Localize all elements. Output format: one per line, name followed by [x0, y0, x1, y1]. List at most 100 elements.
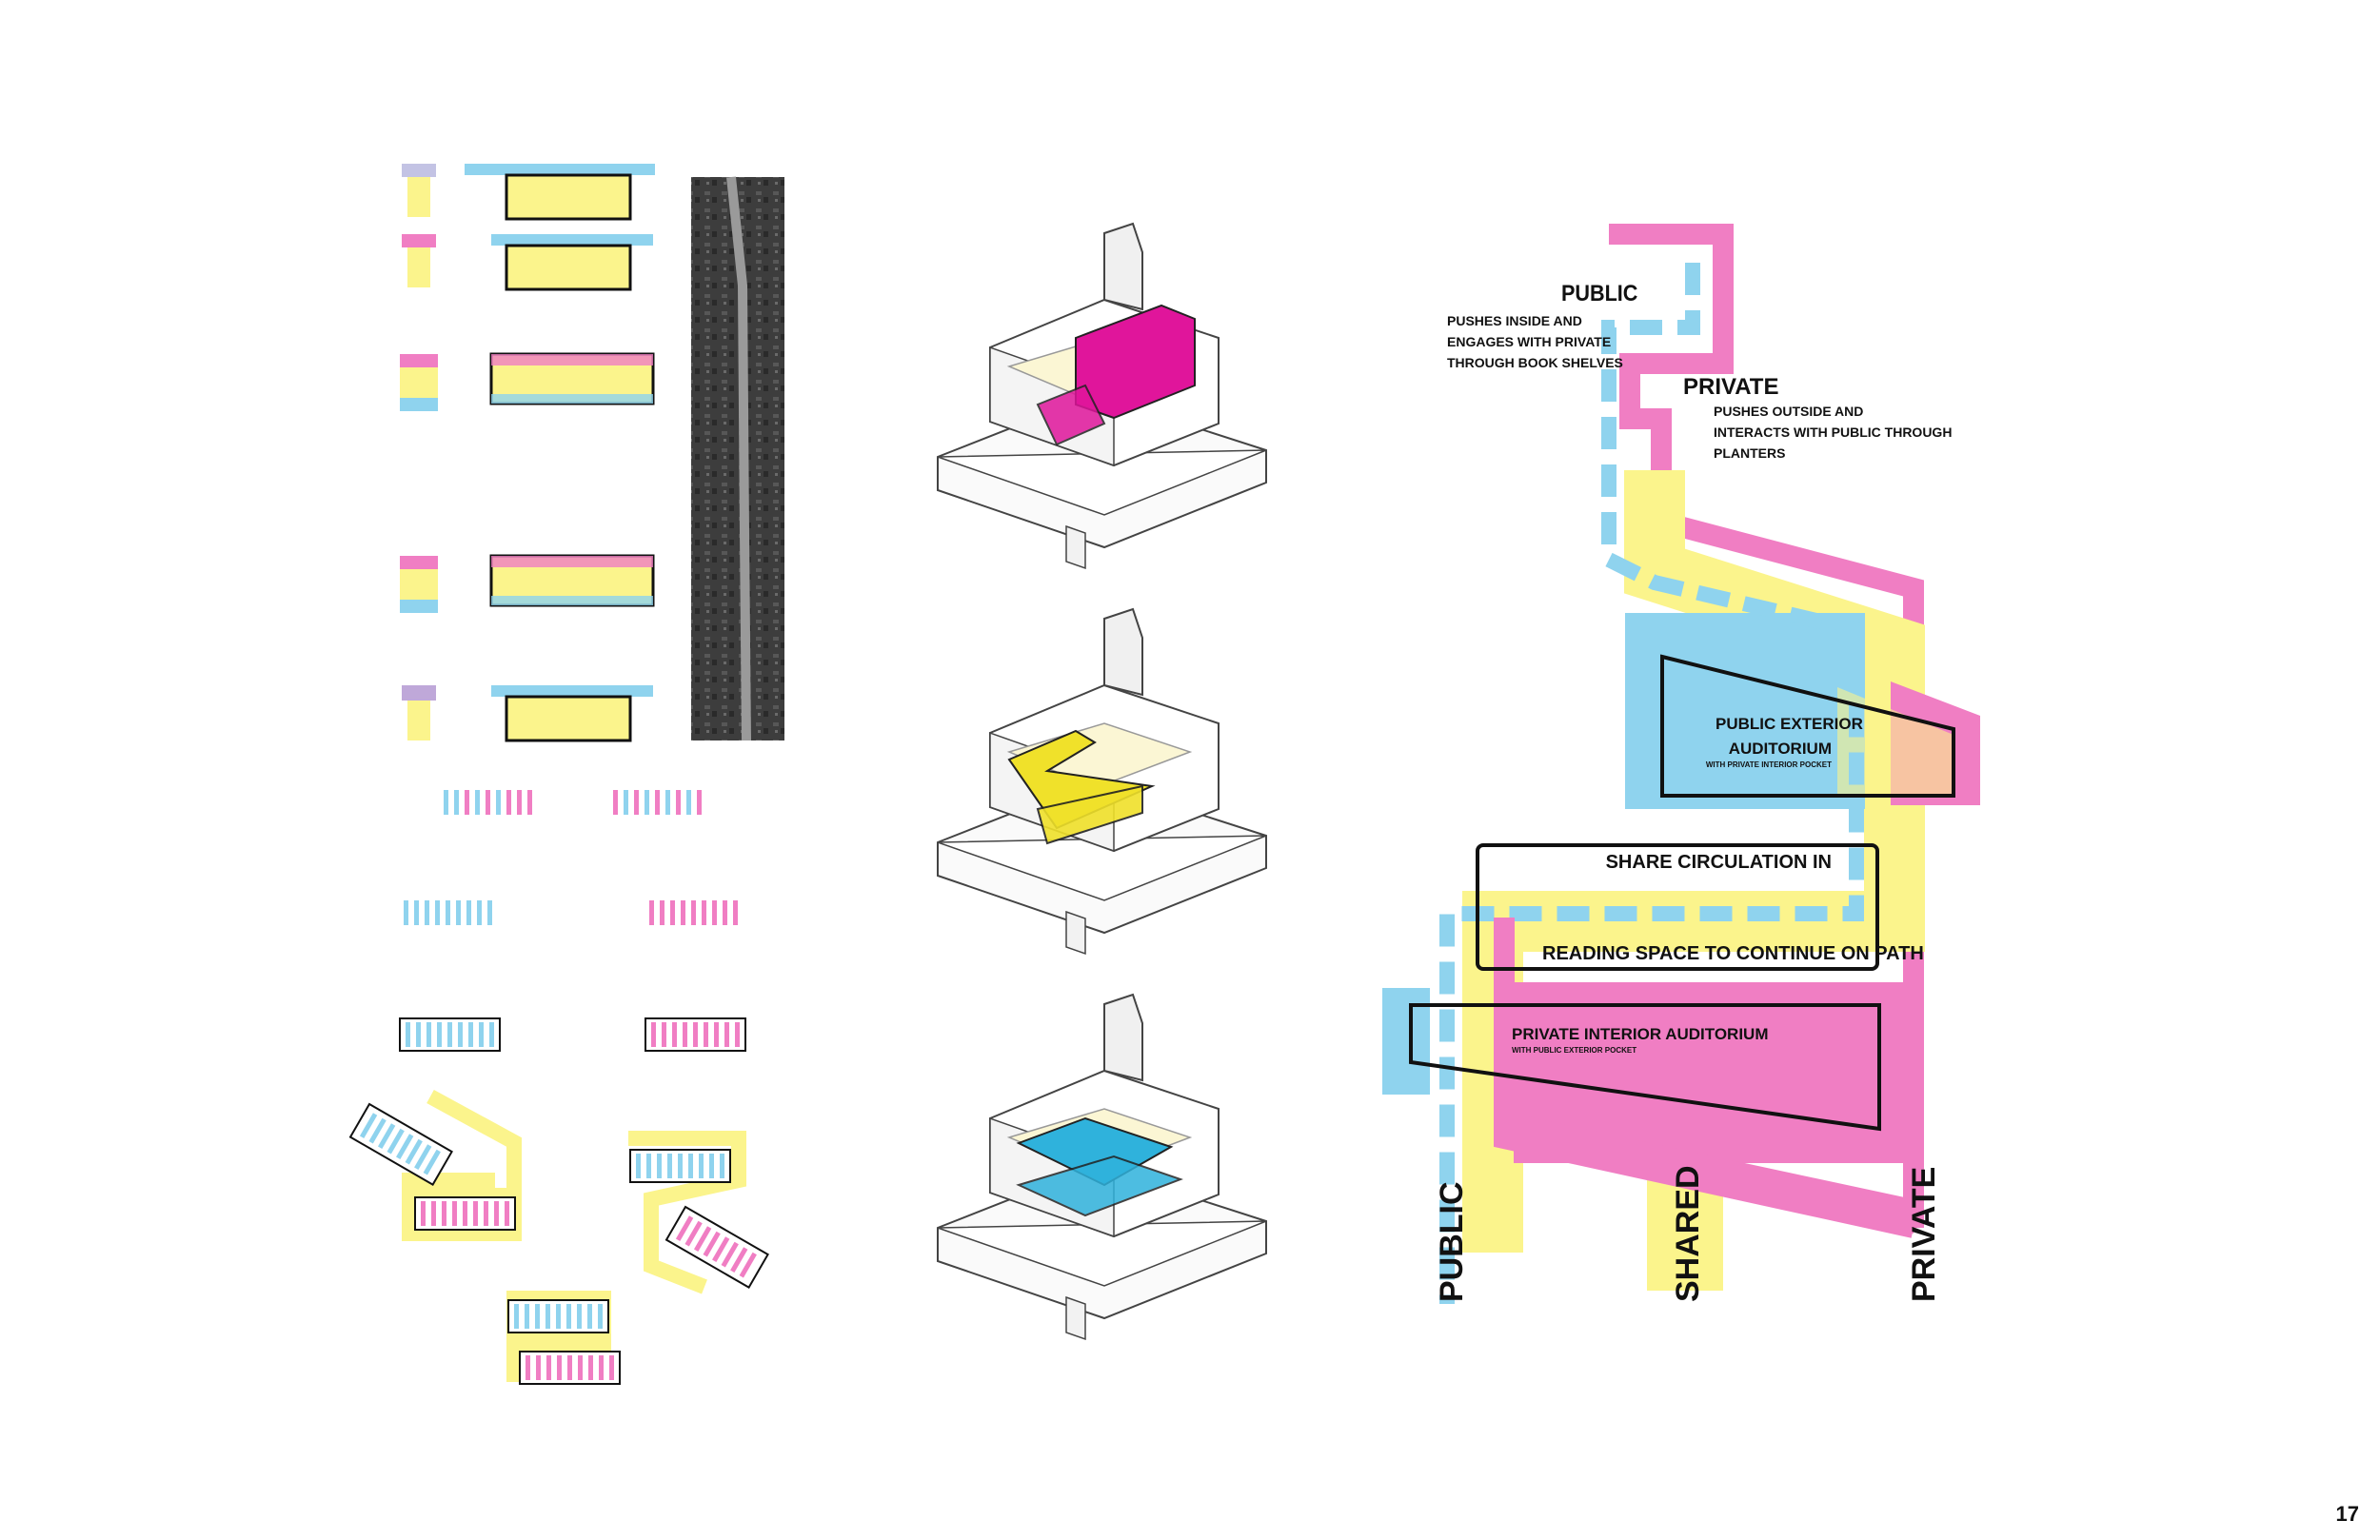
stripe	[546, 1355, 551, 1380]
carriage-layout-column	[348, 164, 784, 1385]
stripe	[473, 1201, 478, 1226]
stripe	[484, 1201, 488, 1226]
share-label-1: SHARE CIRCULATION IN	[1606, 852, 1832, 873]
stripe	[468, 1022, 473, 1047]
stripe	[634, 790, 639, 815]
stripe	[587, 1304, 592, 1329]
stripe	[421, 1201, 426, 1226]
stripe	[645, 790, 649, 815]
stripe	[704, 1022, 708, 1047]
stripe	[477, 900, 482, 925]
stripe	[536, 1355, 541, 1380]
stripe	[505, 1201, 509, 1226]
stripe	[709, 1154, 714, 1178]
stripe	[447, 1022, 452, 1047]
stripe	[712, 900, 717, 925]
stripe	[699, 1154, 704, 1178]
stripe	[693, 1022, 698, 1047]
stripe	[691, 900, 696, 925]
stripe	[442, 1201, 446, 1226]
axis-shared: SHARED	[1670, 1165, 1706, 1302]
stripe	[577, 1304, 582, 1329]
stripe	[466, 900, 471, 925]
stripe	[465, 790, 469, 815]
arrangement-c	[506, 1291, 621, 1385]
stripe	[527, 790, 532, 815]
stripe	[724, 1022, 729, 1047]
stripe	[525, 1304, 529, 1329]
stripe	[599, 1355, 604, 1380]
stripe	[431, 1201, 436, 1226]
stripe	[479, 1022, 484, 1047]
carriage-row-1	[402, 164, 655, 221]
stripe	[557, 1355, 562, 1380]
stripe	[702, 900, 706, 925]
stripe	[506, 790, 511, 815]
circulation-diagram: PUBLIC PUSHES INSIDE AND ENGAGES WITH PRI…	[1382, 224, 1980, 1304]
axonometric-models	[937, 222, 1267, 1341]
stripe	[556, 1304, 561, 1329]
carriage-row-4	[400, 554, 655, 613]
stripe	[406, 1022, 410, 1047]
desc-line: PUSHES INSIDE AND	[1447, 313, 1582, 328]
stripe	[657, 1154, 662, 1178]
public-title: PUBLIC	[1561, 280, 1637, 306]
share-circulation-outline	[1476, 843, 1879, 971]
stripe-box-public	[399, 1017, 501, 1052]
private-desc: PUSHES OUTSIDE AND INTERACTS WITH PUBLIC …	[1714, 404, 1952, 461]
ext-auditorium-label-1: PUBLIC EXTERIOR	[1716, 715, 1863, 733]
stripe	[723, 900, 727, 925]
desc-line: ENGAGES WITH PRIVATE	[1447, 334, 1611, 349]
stripe	[670, 900, 675, 925]
stripe	[660, 900, 664, 925]
stripe	[435, 900, 440, 925]
stripe	[649, 900, 654, 925]
stripe	[486, 790, 490, 815]
stripe	[678, 1154, 683, 1178]
carriage-row-2	[402, 234, 653, 291]
stripe	[676, 790, 681, 815]
stripe	[578, 1355, 583, 1380]
stripe	[665, 790, 670, 815]
stripe	[414, 900, 419, 925]
stripe	[636, 1154, 641, 1178]
stripe	[646, 1154, 651, 1178]
arrangement-a	[348, 1089, 522, 1241]
carriage-row-3	[400, 352, 655, 411]
stripe	[426, 1022, 431, 1047]
desc-line: PUSHES OUTSIDE AND	[1714, 404, 1863, 419]
desc-line: PLANTERS	[1714, 445, 1785, 461]
stripe	[681, 900, 685, 925]
stripe-tile-public-private-2	[613, 790, 702, 815]
public-exterior-block	[1625, 613, 1865, 809]
stripe	[517, 790, 522, 815]
stripe	[446, 900, 450, 925]
page-number: 17	[2335, 1502, 2359, 1526]
stripe	[496, 790, 501, 815]
stripe	[697, 790, 702, 815]
stripe	[655, 790, 660, 815]
ext-auditorium-label-2: AUDITORIUM	[1729, 740, 1832, 758]
desc-line: INTERACTS WITH PUBLIC THROUGH	[1714, 424, 1952, 440]
stripe	[444, 790, 448, 815]
stripe	[662, 1022, 666, 1047]
stripe	[720, 1154, 724, 1178]
axon-model	[937, 607, 1267, 956]
axis-public: PUBLIC	[1434, 1181, 1470, 1302]
stripe	[688, 1154, 693, 1178]
public-path	[1439, 263, 1864, 1304]
stripe	[425, 900, 429, 925]
stripe	[454, 790, 459, 815]
axon-model	[937, 993, 1267, 1341]
axon-model	[937, 222, 1267, 570]
stripe	[714, 1022, 719, 1047]
stripe	[624, 790, 628, 815]
stripe	[458, 1022, 463, 1047]
stripe	[733, 900, 738, 925]
stripe	[735, 1022, 740, 1047]
stripe-tile-public	[404, 900, 492, 925]
share-label-2: READING SPACE TO CONTINUE ON PATH	[1542, 943, 1924, 964]
stripe	[456, 900, 461, 925]
